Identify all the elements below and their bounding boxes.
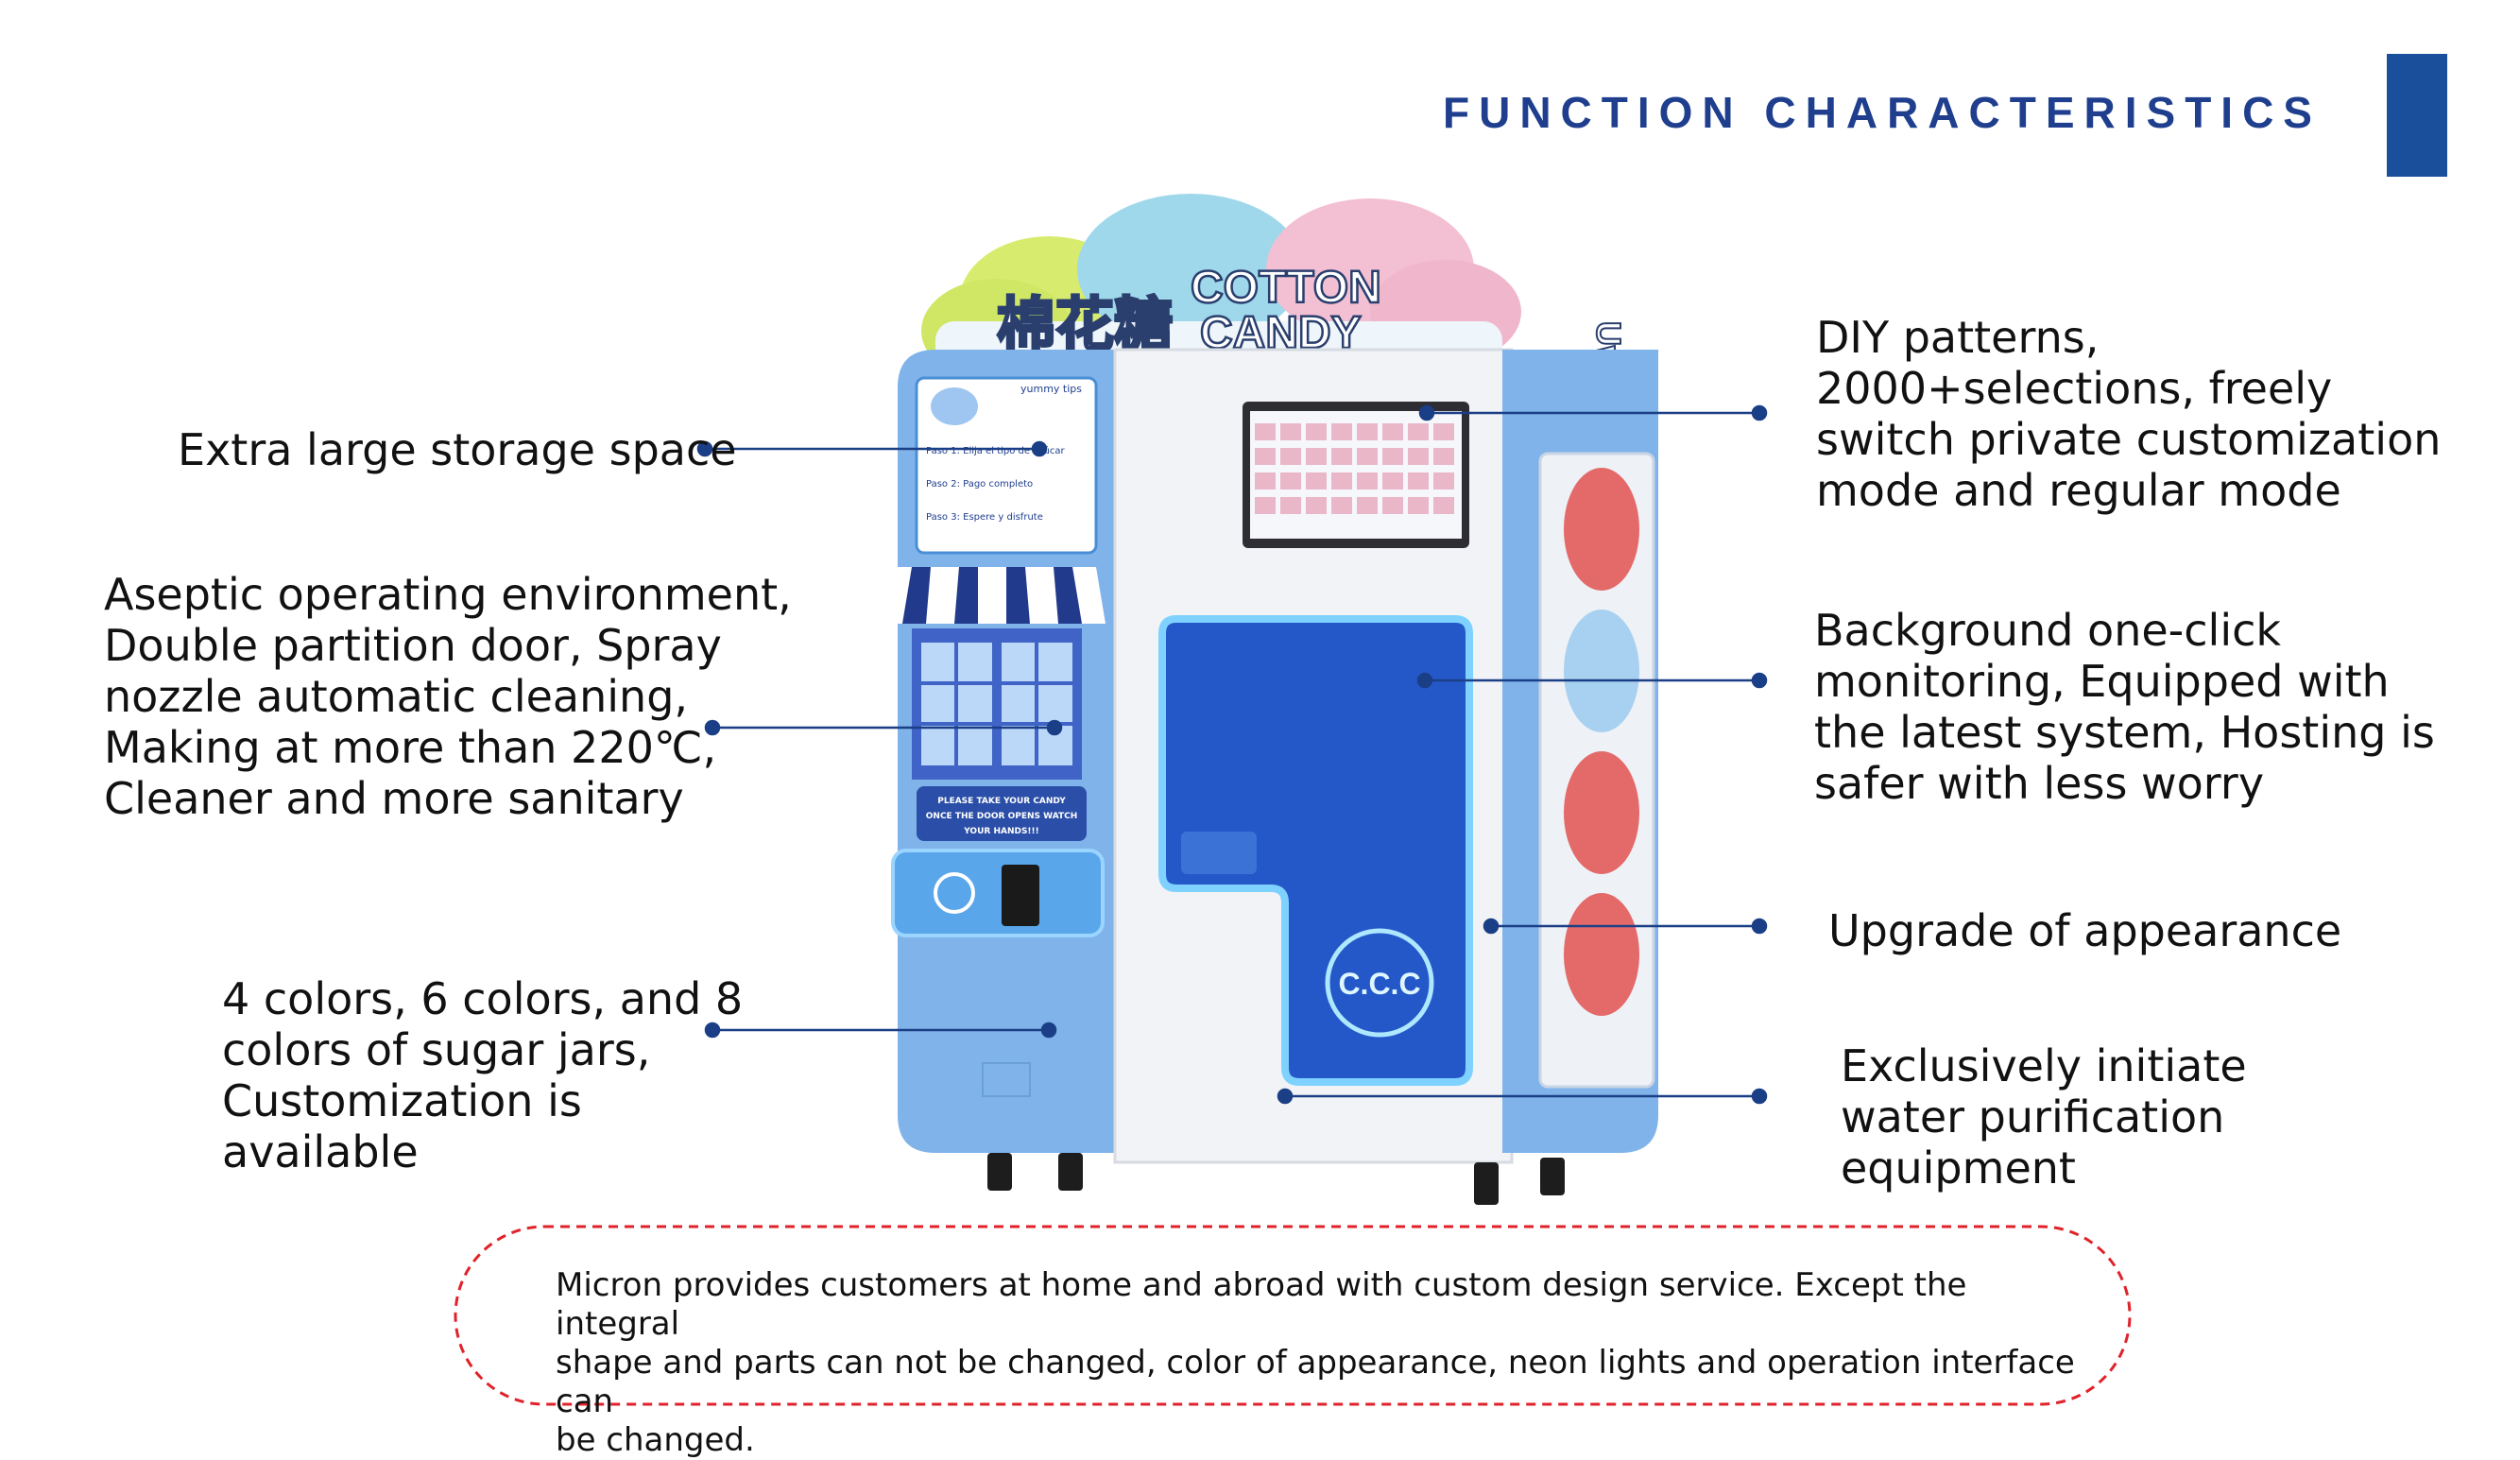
feature-line: Cleaner and more sanitary — [104, 773, 684, 824]
sign-line1-text: COTTON — [1191, 263, 1381, 313]
warning-plate — [917, 786, 1087, 841]
feature-monitoring: Background one-click monitoring, Equippe… — [1814, 605, 2435, 809]
feature-line: equipment — [1841, 1142, 2076, 1194]
page-title: FUNCTION CHARACTERISTICS — [1443, 88, 2322, 137]
feature-line: Extra large storage space — [178, 424, 737, 475]
feature-line: available — [222, 1126, 419, 1177]
feature-line: switch private customization — [1816, 414, 2442, 465]
sugar-jar-2 — [1564, 610, 1639, 732]
feature-storage: Extra large storage space — [178, 424, 737, 475]
feature-appearance: Upgrade of appearance — [1828, 905, 2341, 956]
callout-lines — [696, 404, 1768, 1105]
feature-line: Double partition door, Spray — [104, 620, 722, 671]
feature-line: safer with less worry — [1814, 758, 2265, 809]
header-accent-bar — [2387, 54, 2447, 177]
sugar-jar-1 — [1564, 468, 1639, 591]
feature-aseptic: Aseptic operating environment, Double pa… — [104, 569, 792, 824]
feature-diy: DIY patterns, 2000+selections, freely sw… — [1816, 312, 2441, 516]
payment-logo — [934, 872, 975, 914]
feature-line: 2000+selections, freely — [1816, 363, 2333, 414]
instruction-step3: Paso 3: Espere y disfrute — [926, 512, 1043, 523]
note-line: Micron provides customers at home and ab… — [556, 1266, 1967, 1343]
warning-line2: ONCE THE DOOR OPENS WATCH — [926, 812, 1077, 821]
feature-line: Customization is — [222, 1075, 582, 1126]
ccc-logo-text: C.C.C — [1338, 967, 1420, 1001]
feature-line: mode and regular mode — [1816, 465, 2341, 516]
feature-line: Background one-click — [1814, 605, 2282, 656]
ccc-logo-ring — [1325, 928, 1434, 1038]
feature-line: nozzle automatic cleaning, — [104, 671, 689, 722]
warning-line3: YOUR HANDS!!! — [963, 827, 1039, 836]
sugar-jar-3 — [1564, 751, 1639, 874]
feature-line: Aseptic operating environment, — [104, 569, 792, 620]
feature-line: 4 colors, 6 colors, and 8 — [222, 973, 744, 1024]
feature-line: Exclusively initiate — [1841, 1040, 2247, 1091]
cotton-candy-machine-image: 棉花糖 COTTON CANDY Uwith yummy tips Paso 1… — [888, 194, 1658, 1205]
feature-line: colors of sugar jars, — [222, 1024, 651, 1075]
wheels — [987, 1153, 1565, 1205]
payment-panel — [891, 849, 1105, 937]
note-border — [454, 1225, 2132, 1406]
feature-water: Exclusively initiate water purification … — [1841, 1040, 2247, 1194]
feature-line: Upgrade of appearance — [1828, 905, 2342, 956]
feature-line: monitoring, Equipped with — [1814, 656, 2390, 707]
note-text: Micron provides customers at home and ab… — [556, 1266, 2086, 1460]
feature-line: DIY patterns, — [1816, 312, 2100, 363]
feature-line: water purification — [1841, 1091, 2225, 1142]
card-reader — [1002, 865, 1039, 926]
feature-line: the latest system, Hosting is — [1814, 707, 2435, 758]
sugar-jar-4 — [1564, 893, 1639, 1016]
note-line: shape and parts can not be changed, colo… — [556, 1344, 2075, 1420]
warning-line1: PLEASE TAKE YOUR CANDY — [937, 797, 1066, 806]
access-panel — [982, 1062, 1031, 1097]
instruction-step2: Paso 2: Pago completo — [926, 479, 1033, 490]
vending-window — [1158, 615, 1473, 1086]
note-line: be changed. — [556, 1421, 755, 1459]
feature-jars: 4 colors, 6 colors, and 8 colors of suga… — [222, 973, 743, 1177]
instruction-title: yummy tips — [1020, 383, 1082, 395]
awning — [888, 567, 1106, 624]
feature-line: Making at more than 220℃, — [104, 722, 717, 773]
